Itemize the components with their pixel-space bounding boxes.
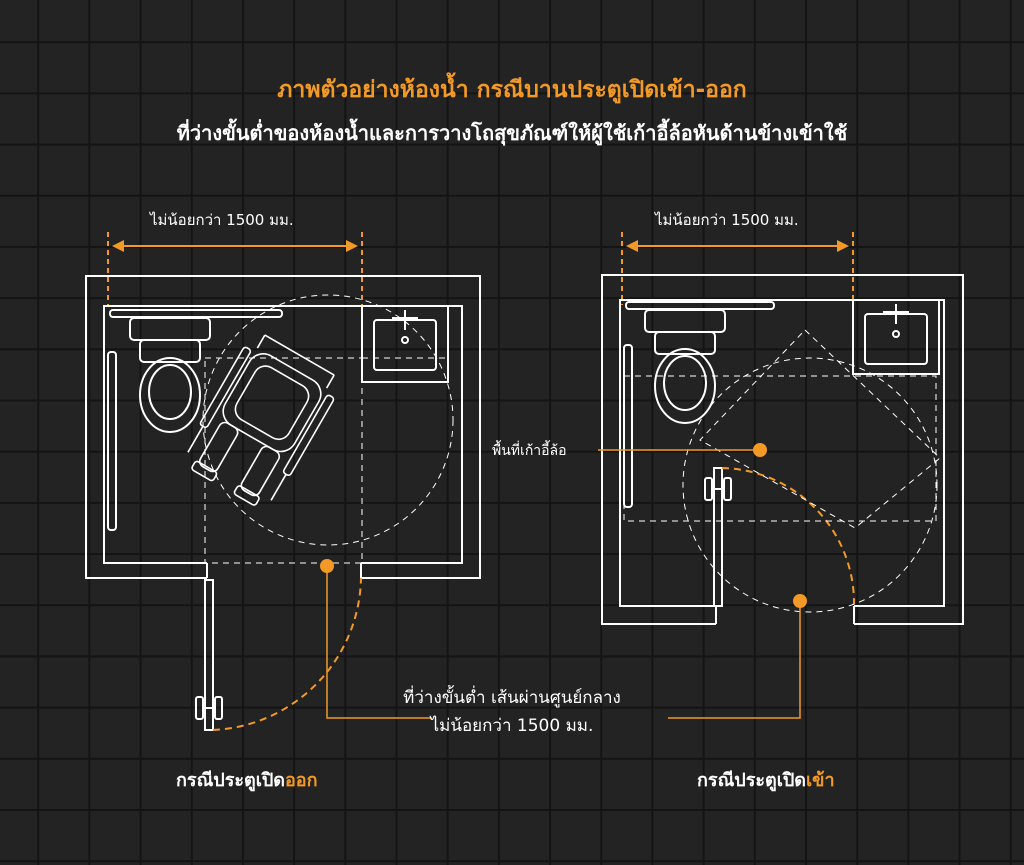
caption-door-in-prefix: กรณีประตูเปิด <box>697 770 806 791</box>
wall-outer-left <box>85 275 481 579</box>
callout-dot-wheelchair <box>753 443 767 457</box>
wheelchair-zone-left <box>204 357 363 564</box>
turning-circle-note-line2: ไม่น้อยกว่า 1500 มม. <box>430 716 594 736</box>
wall-outer-right <box>601 274 964 625</box>
caption-door-in-highlight: เข้า <box>805 770 835 791</box>
door-leaf-left <box>204 579 214 731</box>
caption-door-out: กรณีประตูเปิดออก <box>176 765 318 794</box>
dimension-label-right: ไม่น้อยกว่า 1500 มม. <box>655 211 799 229</box>
callout-line-center-right <box>668 601 801 719</box>
callouts <box>320 443 807 719</box>
turning-circle-right <box>682 357 938 613</box>
toilet-icon <box>644 309 726 424</box>
toilet-icon <box>129 317 211 433</box>
plan-door-out <box>85 232 481 731</box>
sink-icon <box>852 299 940 375</box>
door-handle-icon <box>195 696 223 720</box>
wheelchair-rotation-diamond <box>699 329 941 529</box>
caption-door-out-highlight: ออก <box>284 770 318 791</box>
dimension-arrow-right <box>626 240 849 252</box>
door-leaf-right <box>713 467 723 607</box>
page-title: ภาพตัวอย่างห้องน้ำ กรณีบานประตูเปิดเข้า-… <box>277 77 747 103</box>
wall-inner-right <box>619 299 945 607</box>
caption-door-in: กรณีประตูเปิดเข้า <box>697 765 835 794</box>
wheelchair-zone-right <box>623 375 937 522</box>
dimension-arrow-left <box>112 240 358 252</box>
wheelchair-area-label: พื้นที่เก้าอี้ล้อ <box>492 443 567 459</box>
page-subtitle: ที่ว่างขั้นต่ำของห้องน้ำและการวางโถสุขภั… <box>176 121 848 145</box>
grab-bar-icon <box>107 309 283 531</box>
callout-line-center-left <box>326 566 432 719</box>
turning-circle-note-line1: ที่ว่างขั้นต่ำ เส้นผ่านศูนย์กลาง <box>403 688 621 708</box>
plan-door-in <box>601 232 964 625</box>
wall-inner-left <box>103 305 463 564</box>
dimension-label-left: ไม่น้อยกว่า 1500 มม. <box>150 211 294 229</box>
turning-circle-left <box>202 294 454 546</box>
wheelchair-icon <box>187 334 335 506</box>
door-swing-arc-right <box>721 467 856 605</box>
door-handle-icon <box>704 477 732 501</box>
sink-icon <box>361 305 449 383</box>
caption-door-out-prefix: กรณีประตูเปิด <box>176 770 285 791</box>
